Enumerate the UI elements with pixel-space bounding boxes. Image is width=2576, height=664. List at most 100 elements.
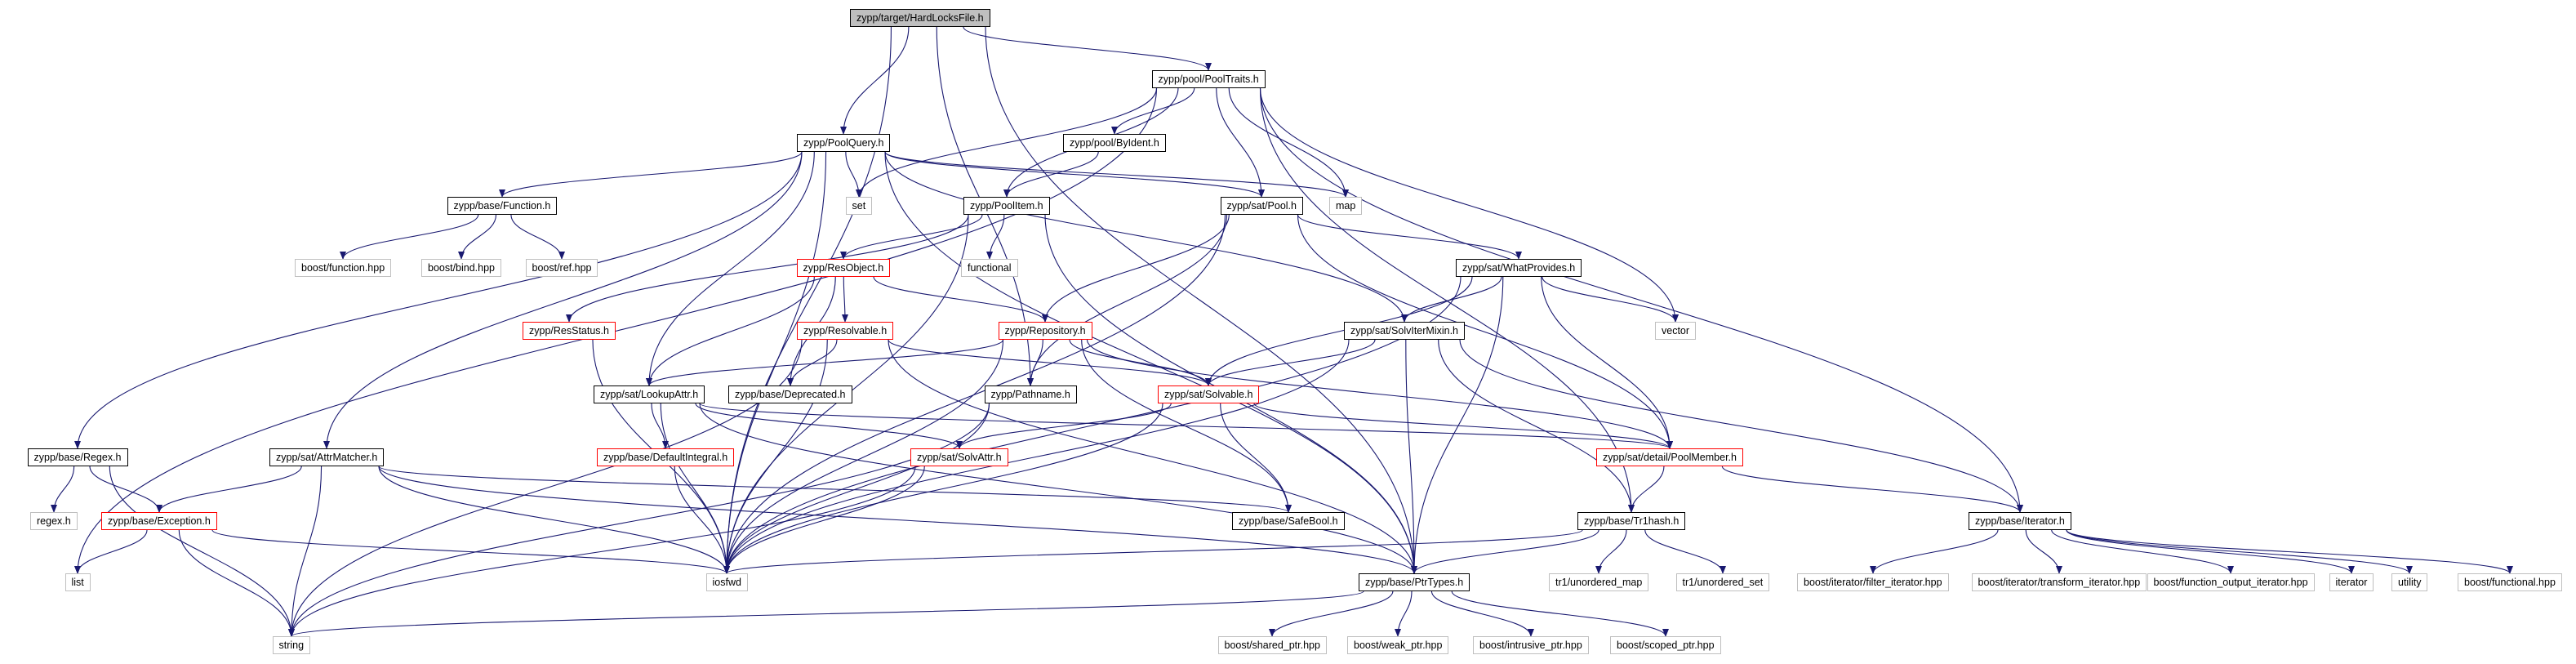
graph-node-resstatus[interactable]: zypp/ResStatus.h [523, 322, 616, 340]
edge-ptrtypes-to-intrusiveptr [1430, 590, 1534, 637]
edge-repository-to-iosfwd [723, 339, 1004, 574]
edge-whatprovides-to-solvable [1205, 276, 1473, 386]
edge-root-to-ptrtypes [985, 26, 1417, 574]
graph-node-regexh: regex.h [30, 512, 78, 530]
edge-poolquery-to-solviter [884, 151, 1408, 323]
graph-node-boostref: boost/ref.hpp [525, 259, 598, 277]
graph-node-solvattr[interactable]: zypp/sat/SolvAttr.h [910, 448, 1008, 466]
edge-satpool-to-whatprovides [1297, 214, 1522, 260]
graph-node-exception[interactable]: zypp/base/Exception.h [101, 512, 217, 530]
graph-node-repository[interactable]: zypp/Repository.h [998, 322, 1092, 340]
graph-node-resolvable[interactable]: zypp/Resolvable.h [797, 322, 894, 340]
graph-node-tr1hash[interactable]: zypp/base/Tr1hash.h [1577, 512, 1686, 530]
edge-whatprovides-to-poolmember [1541, 276, 1673, 449]
edge-iterator-to-utility [2066, 529, 2413, 574]
graph-node-whatprovides[interactable]: zypp/sat/WhatProvides.h [1456, 259, 1582, 277]
graph-node-ptrtypes[interactable]: zypp/base/PtrTypes.h [1359, 573, 1470, 591]
edge-attrmatcher-to-iosfwd [378, 466, 730, 574]
edge-solviter-to-iosfwd [723, 339, 1350, 574]
edge-pooltraits-to-set [856, 87, 1158, 198]
edge-solviter-to-tr1hash [1438, 339, 1635, 513]
edge-poolquery-to-attrmatcher [323, 151, 803, 449]
edge-resolvable-to-deprecated [787, 339, 838, 386]
edge-pathname-to-string [288, 403, 990, 637]
graph-node-list: list [65, 573, 91, 591]
graph-node-lookupattr[interactable]: zypp/sat/LookupAttr.h [594, 385, 705, 403]
graph-node-resobject[interactable]: zypp/ResObject.h [796, 259, 891, 277]
edge-resolvable-to-iosfwd [723, 339, 828, 574]
edge-poolquery-to-function [499, 151, 803, 198]
edge-poolquery-to-map [884, 151, 1349, 198]
edge-lookupattr-to-ptrtypes [699, 403, 1417, 574]
edge-resolvable-to-solvable [888, 339, 1212, 386]
edge-satpool-to-pathname [1027, 214, 1228, 386]
edge-pooltraits-to-list [74, 87, 1158, 574]
edge-resobject-to-resolvable [841, 276, 848, 323]
edge-attrmatcher-to-exception [156, 466, 302, 513]
graph-node-function[interactable]: zypp/base/Function.h [447, 197, 558, 215]
graph-node-intrusiveptr: boost/intrusive_ptr.hpp [1473, 636, 1589, 654]
edge-root-to-poolquery [840, 26, 910, 135]
graph-node-poolitem[interactable]: zypp/PoolItem.h [963, 197, 1050, 215]
edge-root-to-pooltraits [963, 26, 1212, 71]
edge-ptrtypes-to-scopedptr [1451, 590, 1669, 637]
edge-attrmatcher-to-ptrtypes [378, 466, 1417, 574]
edge-ptrtypes-to-weakptr [1395, 590, 1413, 637]
edge-iterator-to-filteriter [1870, 529, 1999, 574]
edge-exception-to-iosfwd [211, 529, 730, 574]
graph-node-iterator[interactable]: zypp/base/Iterator.h [1969, 512, 2071, 530]
edge-solvable-to-safebool [1220, 403, 1292, 513]
graph-node-safebool[interactable]: zypp/base/SafeBool.h [1232, 512, 1345, 530]
graph-node-pooltraits[interactable]: zypp/pool/PoolTraits.h [1151, 70, 1266, 88]
edge-resobject-to-lookupattr [646, 276, 815, 386]
edge-tr1hash-to-tr1uset [1644, 529, 1726, 574]
graph-node-byident[interactable]: zypp/pool/ByIdent.h [1063, 134, 1166, 152]
edge-iterator-to-boostfunctional [2066, 529, 2513, 574]
edge-repository-to-solvable [1069, 339, 1212, 386]
graph-node-scopedptr: boost/scoped_ptr.hpp [1610, 636, 1721, 654]
edge-poolquery-to-set [845, 151, 862, 198]
edge-pooltraits-to-iterator [1259, 87, 2023, 513]
graph-node-tr1umap: tr1/unordered_map [1549, 573, 1649, 591]
edge-tr1hash-to-tr1umap [1595, 529, 1627, 574]
graph-node-satpool[interactable]: zypp/sat/Pool.h [1220, 197, 1303, 215]
edge-solvattr-to-string [288, 466, 916, 637]
edge-resolvable-to-ptrtypes [888, 339, 1417, 574]
edge-exception-to-list [74, 529, 148, 574]
edge-poolitem-to-functional [986, 214, 1005, 260]
graph-node-solviter[interactable]: zypp/sat/SolvIterMixin.h [1344, 322, 1465, 340]
graph-node-attrmatcher[interactable]: zypp/sat/AttrMatcher.h [269, 448, 385, 466]
edge-pathname-to-iosfwd [723, 403, 990, 574]
edge-poolmember-to-iterator [1721, 466, 2023, 513]
edge-function-to-boostfunction [340, 214, 479, 260]
graph-node-pathname[interactable]: zypp/Pathname.h [984, 385, 1077, 403]
edge-byident-to-poolitem [1003, 151, 1099, 198]
graph-node-filteriter: boost/iterator/filter_iterator.hpp [1797, 573, 1949, 591]
graph-node-functional: functional [961, 259, 1018, 277]
graph-node-transformiter: boost/iterator/transform_iterator.hpp [1971, 573, 2147, 591]
graph-node-poolquery[interactable]: zypp/PoolQuery.h [797, 134, 891, 152]
graph-node-regex[interactable]: zypp/base/Regex.h [27, 448, 128, 466]
edge-solvable-to-poolmember [1253, 403, 1673, 449]
edge-pooltraits-to-byident [1111, 87, 1195, 135]
edge-satpool-to-poolmember [1297, 214, 1673, 449]
edge-poolmember-to-tr1hash [1628, 466, 1665, 513]
edge-solviter-to-iterator [1459, 339, 2023, 513]
graph-node-iosfwd: iosfwd [705, 573, 748, 591]
edge-repository-to-lookupattr [646, 339, 1004, 386]
edge-ptrtypes-to-sharedptr [1269, 590, 1394, 637]
edge-layer [51, 26, 2513, 637]
edge-function-to-boostref [510, 214, 565, 260]
graph-node-tr1uset: tr1/unordered_set [1675, 573, 1770, 591]
edge-resobject-to-repository [873, 276, 1048, 323]
graph-node-boostbind: boost/bind.hpp [421, 259, 502, 277]
graph-node-root[interactable]: zypp/target/HardLocksFile.h [850, 9, 990, 27]
graph-node-set: set [845, 197, 873, 215]
edge-repository-to-poolmember [1086, 339, 1673, 449]
graph-node-deprecated[interactable]: zypp/base/Deprecated.h [728, 385, 852, 403]
graph-node-defaultintegral[interactable]: zypp/base/DefaultIntegral.h [597, 448, 735, 466]
graph-node-poolmember[interactable]: zypp/sat/detail/PoolMember.h [1596, 448, 1743, 466]
graph-node-solvable[interactable]: zypp/sat/Solvable.h [1158, 385, 1260, 403]
edge-tr1hash-to-iosfwd [723, 529, 1583, 574]
